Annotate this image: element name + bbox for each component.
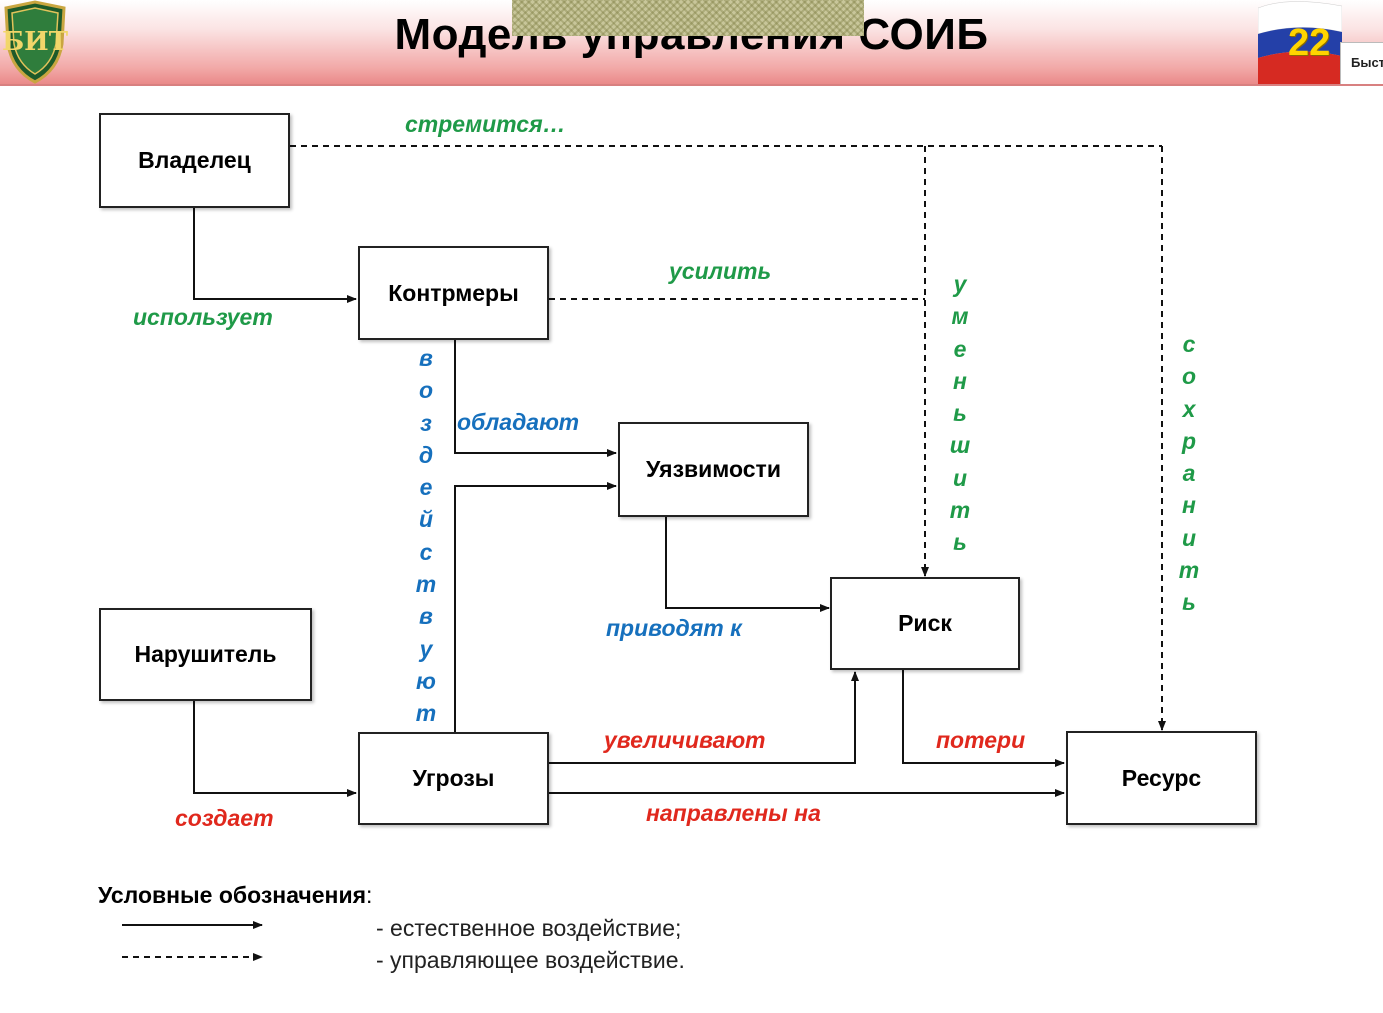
node-intruder: Нарушитель <box>99 608 312 701</box>
label-lead-to: приводят к <box>606 615 742 641</box>
legend-title: Условные обозначения: <box>98 882 373 908</box>
node-vulnerabilities: Уязвимости <box>618 422 809 517</box>
russian-flag-icon <box>1258 1 1342 84</box>
vertical-letter: н <box>1182 492 1196 519</box>
legend-control: - управляющее воздействие. <box>376 947 685 973</box>
logo-text: БИТ <box>2 27 68 57</box>
vertical-letter: о <box>418 377 434 404</box>
vertical-letter: в <box>419 603 433 630</box>
vertical-letter: н <box>953 367 967 394</box>
vertical-letter: у <box>419 635 433 662</box>
vertical-letter: д <box>418 441 434 468</box>
node-resource: Ресурс <box>1066 731 1257 825</box>
vertical-letter: а <box>1182 460 1196 487</box>
side-tab-label: Быст <box>1340 42 1383 84</box>
label-strengthen: усилить <box>669 258 772 284</box>
edge-risk-resource <box>902 670 1065 767</box>
vertical-letter: и <box>1181 524 1197 551</box>
vertical-letter: з <box>420 409 432 436</box>
slide-number: 22 <box>1288 22 1331 64</box>
vertical-letter: е <box>953 335 967 362</box>
vertical-letter: о <box>1181 363 1197 390</box>
vertical-letter: ь <box>1182 589 1196 616</box>
vertical-letter: с <box>419 538 433 565</box>
vertical-letter: е <box>419 474 433 501</box>
edge-vulnerabilities-risk <box>665 517 830 612</box>
vertical-letter: в <box>419 345 433 371</box>
edge-threats-risk <box>549 671 859 764</box>
label-strives: стремится… <box>405 111 566 137</box>
edge-threats-vulnerabilities <box>454 482 617 732</box>
vertical-letter: ю <box>416 667 436 694</box>
label-uses: использует <box>133 304 273 330</box>
label-losses: потери <box>936 727 1026 753</box>
vertical-letter: у <box>953 271 967 297</box>
video-overlay <box>512 0 864 36</box>
vertical-letter: х <box>1182 395 1196 422</box>
vertical-letter: и <box>952 464 968 491</box>
vertical-letter: т <box>949 497 971 524</box>
edge-owner-countermeasures <box>193 208 357 303</box>
label-directed-at: направлены на <box>646 800 821 826</box>
vertical-letter: р <box>1181 427 1197 454</box>
vertical-letter: т <box>415 700 437 727</box>
node-countermeasures: Контрмеры <box>358 246 549 340</box>
edge-countermeasures-vulnerabilities <box>454 340 617 457</box>
vertical-letter: ш <box>949 432 971 459</box>
node-owner: Владелец <box>99 113 290 208</box>
node-threats: Угрозы <box>358 732 549 825</box>
vertical-letter: т <box>415 571 437 598</box>
legend-natural: - естественное воздействие; <box>376 915 682 941</box>
label-increase: увеличивают <box>604 727 766 753</box>
label-creates: создает <box>175 805 274 831</box>
vertical-letter: й <box>418 506 434 533</box>
vertical-letter: т <box>1178 557 1200 584</box>
edge-intruder-threats <box>193 701 357 797</box>
vertical-letter: м <box>951 303 969 330</box>
shield-logo-icon: БИТ <box>2 0 68 84</box>
vertical-letter: ь <box>953 400 967 427</box>
vertical-letter: ь <box>953 529 967 556</box>
vertical-letter: с <box>1182 331 1196 357</box>
label-possess: обладают <box>457 409 580 435</box>
node-risk: Риск <box>830 577 1020 670</box>
